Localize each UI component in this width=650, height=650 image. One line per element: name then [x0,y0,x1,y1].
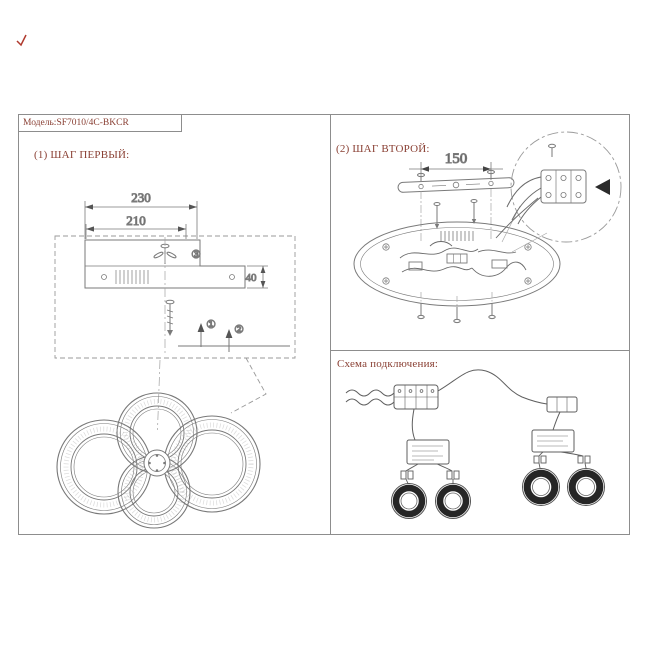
horizontal-divider [331,350,630,351]
ceiling-plate [353,221,561,324]
ring-left [56,419,152,515]
red-check-mark [16,34,27,47]
step1-drawing: 230 210 [54,190,296,431]
anchor-screw [165,299,175,336]
terminal-detail [495,131,622,253]
right-terminal-block [546,396,578,413]
led-ring-3 [522,468,560,506]
led-ring-2 [435,483,471,519]
step1-title: (1) ШАГ ПЕРВЫЙ: [34,149,130,161]
model-label-box: Модель:SF7010/4C-BKCR [18,114,182,132]
bracket-screws [417,169,495,181]
schema-drawing [345,369,605,519]
led-ring-1 [391,483,427,519]
mounting-bracket-side-view [84,239,246,289]
step2-title: (2) ШАГ ВТОРОЙ: [336,143,430,155]
center-hub [143,449,171,477]
plate-bottom-screws [417,292,496,324]
right-ring-connectors [533,451,591,469]
ring-right [163,415,261,513]
insert-arrow-1 [197,323,205,347]
marker-3: ③ [191,249,201,261]
page-frame [18,114,630,535]
marker-2: ② [234,324,244,336]
mounting-bar [397,177,515,193]
vent-grille [115,270,149,284]
dimension-230 [84,201,198,239]
main-terminal-block [393,384,439,410]
plate-wiring [399,241,527,277]
plate-posts [382,243,532,285]
bracket-hole [101,274,107,280]
right-feed-wire [552,411,561,431]
step2-drawing: 150 [353,131,622,324]
detail-dashed-box [54,235,296,359]
loose-screws [433,199,478,229]
left-ring-connectors [400,463,460,484]
detail-leader [230,357,267,414]
direction-arrow [595,179,610,195]
dim-210-label: 210 [126,213,146,228]
chandelier-drawing [56,392,261,529]
left-feed-wire [411,408,416,441]
bracket-hole [229,274,235,280]
dim-230-label: 230 [131,190,151,205]
dim-150-label: 150 [445,151,468,167]
right-driver-box [531,429,575,453]
schema-title: Схема подключения: [337,358,439,370]
input-wire-2 [345,398,395,406]
dimension-150 [409,162,503,180]
dimension-40 [247,265,268,289]
dimension-210 [85,224,187,239]
dim-40-label: 40 [246,272,258,284]
vertical-divider [330,114,331,535]
plate-vents [440,231,474,241]
detail-screw [548,143,556,157]
terminal-block [540,169,587,204]
model-label: Модель:SF7010/4C-BKCR [23,118,129,128]
led-ring-4 [567,468,605,506]
insert-arrow-2 [225,329,233,352]
jumper-wire [437,369,548,405]
input-wire-1 [345,389,395,397]
left-driver-box [406,439,450,465]
plate-terminals [408,253,508,271]
marker-1: ① [206,319,216,331]
centerline-lower [157,359,161,431]
